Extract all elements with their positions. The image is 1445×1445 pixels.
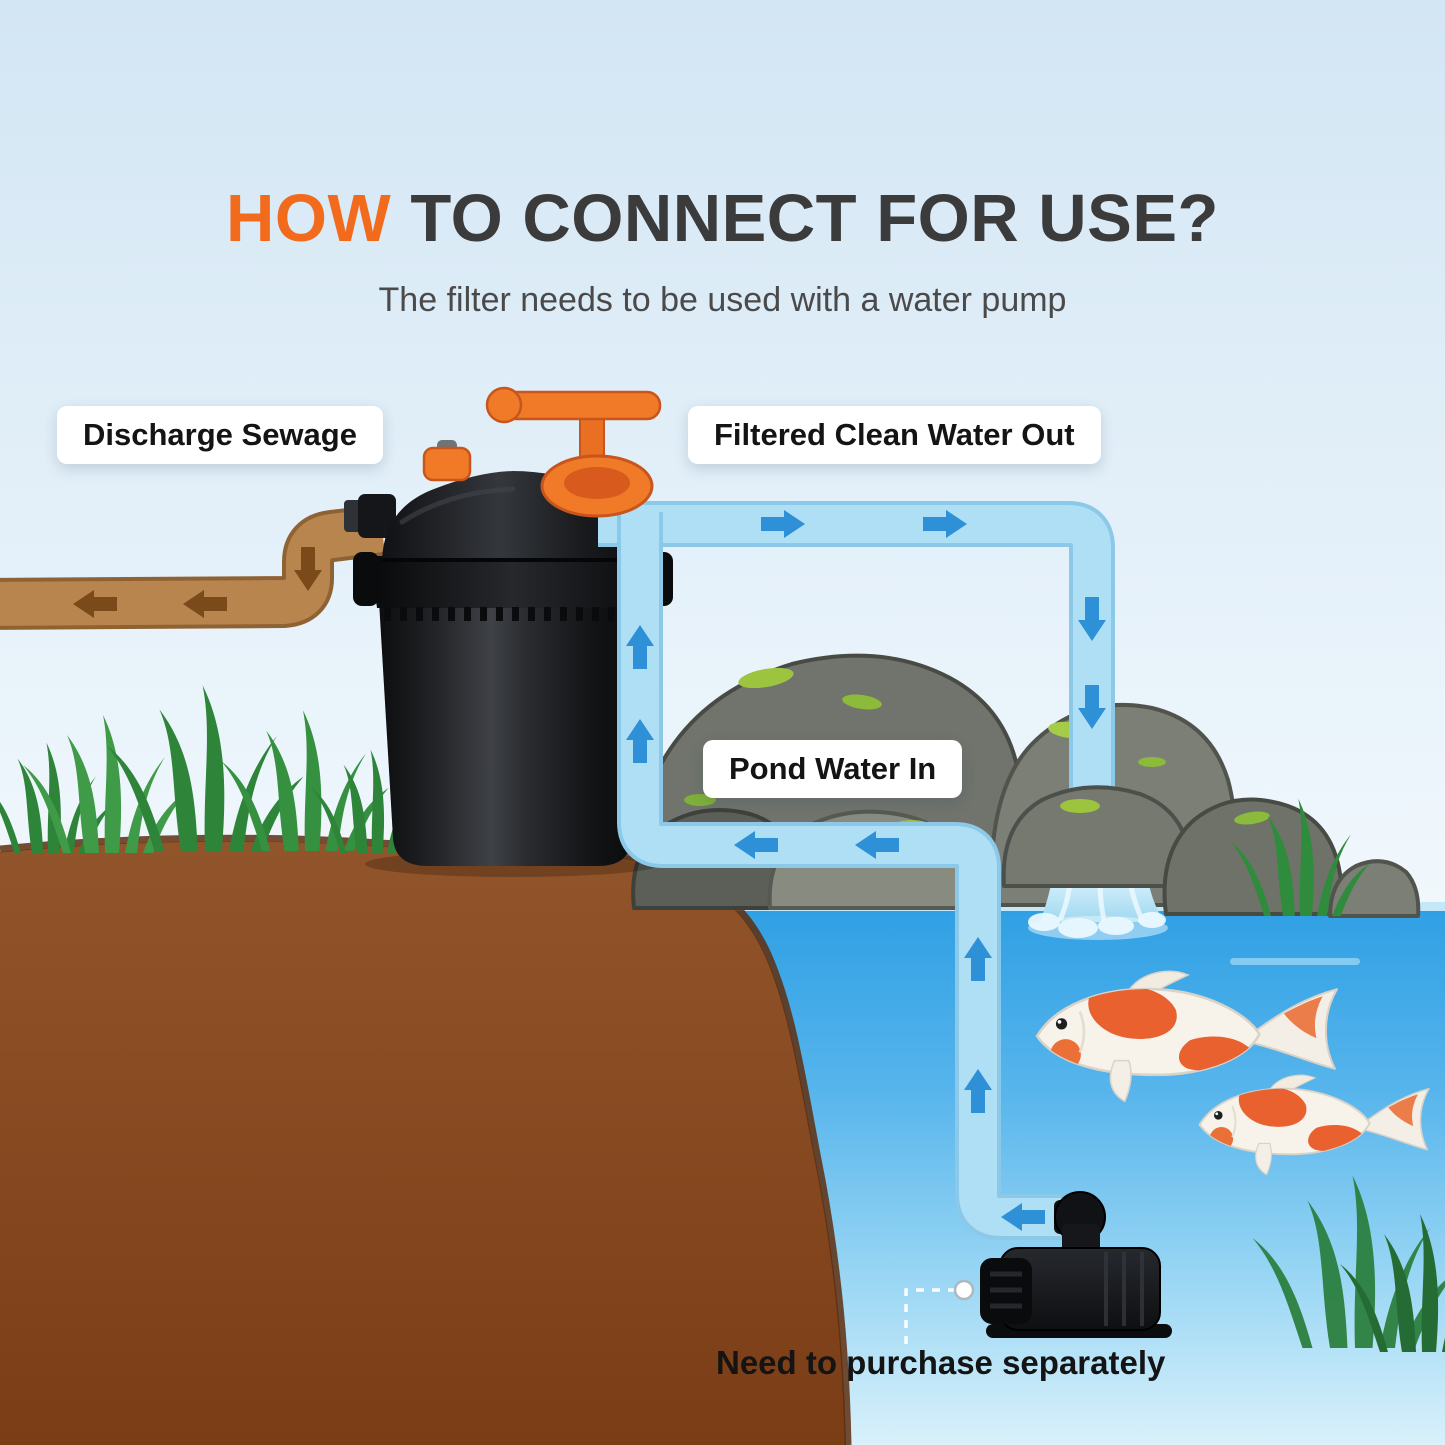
page-title: HOW TO CONNECT FOR USE? [0,180,1445,257]
label-discharge-sewage: Discharge Sewage [57,406,383,464]
front-rocks [1001,785,1421,940]
latch-left [353,552,379,606]
discharge-pipe [0,504,386,630]
filter-crank-assembly [485,386,662,518]
note-purchase-separately: Need to purchase separately [716,1344,1166,1381]
filter-canister [378,584,648,866]
inlet-fitting [422,440,472,482]
moss-patches-front [1060,799,1270,825]
label-pond-water-in: Pond Water In [703,740,963,798]
label-filtered-clean-water-out: Filtered Clean Water Out [688,406,1101,464]
drain-fitting [344,494,396,538]
waterfall-foam [1028,912,1168,940]
leader-line [904,1288,956,1350]
outlet-pipe [598,501,1115,838]
pump-cable-gland [953,1279,975,1301]
page-subtitle: The filter needs to be used with a water… [378,281,1067,319]
title-rest: TO CONNECT FOR USE? [391,181,1219,256]
water-pump [904,1191,1172,1350]
filter-clamp-band [370,556,656,608]
inlet-pipe [617,512,1062,1240]
title-highlight: HOW [226,181,392,256]
crank-knob [485,386,523,424]
